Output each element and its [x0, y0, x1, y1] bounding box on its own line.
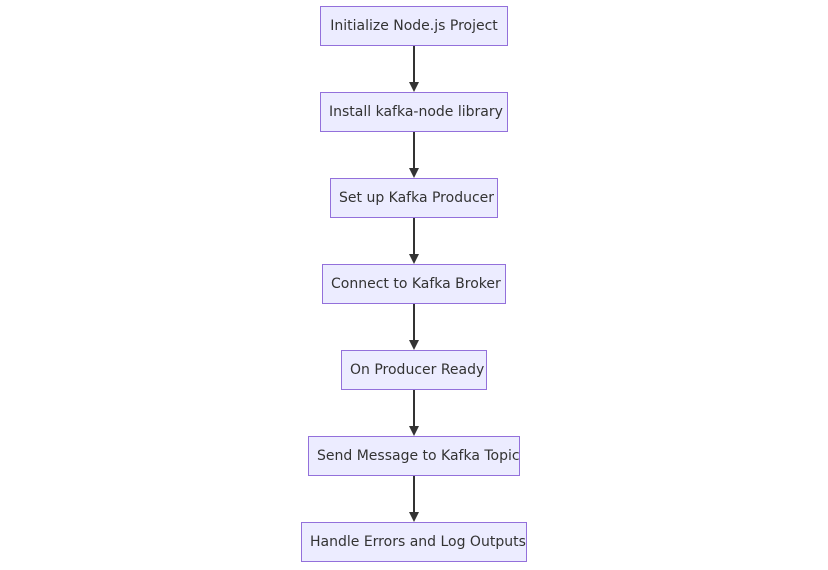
node-connect-broker: Connect to Kafka Broker [322, 264, 506, 304]
edge-arrowhead-1 [409, 82, 419, 92]
node-label: Install kafka-node library [329, 104, 503, 120]
edge-arrowhead-6 [409, 512, 419, 522]
edge-arrowhead-3 [409, 254, 419, 264]
node-initialize-project: Initialize Node.js Project [320, 6, 508, 46]
node-send-message: Send Message to Kafka Topic [308, 436, 520, 476]
node-install-kafka-node: Install kafka-node library [320, 92, 508, 132]
node-setup-producer: Set up Kafka Producer [330, 178, 498, 218]
node-label: Connect to Kafka Broker [331, 276, 501, 292]
edge-arrowhead-2 [409, 168, 419, 178]
edge-arrowhead-5 [409, 426, 419, 436]
node-handle-errors: Handle Errors and Log Outputs [301, 522, 527, 562]
edge-arrowhead-4 [409, 340, 419, 350]
node-label: Send Message to Kafka Topic [317, 448, 520, 464]
node-label: Set up Kafka Producer [339, 190, 495, 206]
node-producer-ready: On Producer Ready [341, 350, 487, 390]
node-label: On Producer Ready [350, 362, 485, 378]
node-label: Handle Errors and Log Outputs [310, 534, 526, 550]
node-label: Initialize Node.js Project [330, 18, 498, 34]
